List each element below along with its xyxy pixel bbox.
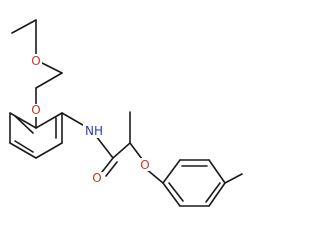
atom-o-ether-mid: O [30,103,42,117]
atom-o-carbonyl: O [91,171,103,185]
bond-carbonyl-c-o [101,157,114,173]
ring1-bond-3 [35,142,63,159]
ring1-bond-6 [9,112,37,129]
bond-ch3-ch2 [11,19,37,34]
bond-carbonyl-alpha [112,142,131,159]
bond-ch2-ch2 [35,72,63,89]
ring2-bond-4 [208,182,226,207]
bond-ring2-methyl [224,173,243,184]
ring2-double-3 [168,182,184,202]
ring2-bond-1 [162,159,181,184]
bond-carbonyl-double [105,161,118,177]
oxygen-label: O [92,171,101,185]
ring2-bond-6 [162,182,181,207]
ring2-double-2 [205,182,221,203]
ring2-bond-3 [208,159,226,184]
atom-o-aryl: O [139,158,151,172]
ring1-double-2 [14,140,34,153]
bond-n-carbonyl [95,135,114,159]
atom-nh: NH [83,124,105,138]
atom-o-ether-top: O [30,54,42,68]
ring1-double-3 [14,115,34,134]
oxygen-label: O [140,158,149,172]
nitrogen-label: NH [85,124,103,138]
ring1-bond-4 [9,142,37,159]
structure-diagram: O O NH O O [9,19,243,207]
ring1-bond-1 [35,112,63,129]
oxygen-label: O [31,103,40,117]
oxygen-label: O [31,54,40,68]
